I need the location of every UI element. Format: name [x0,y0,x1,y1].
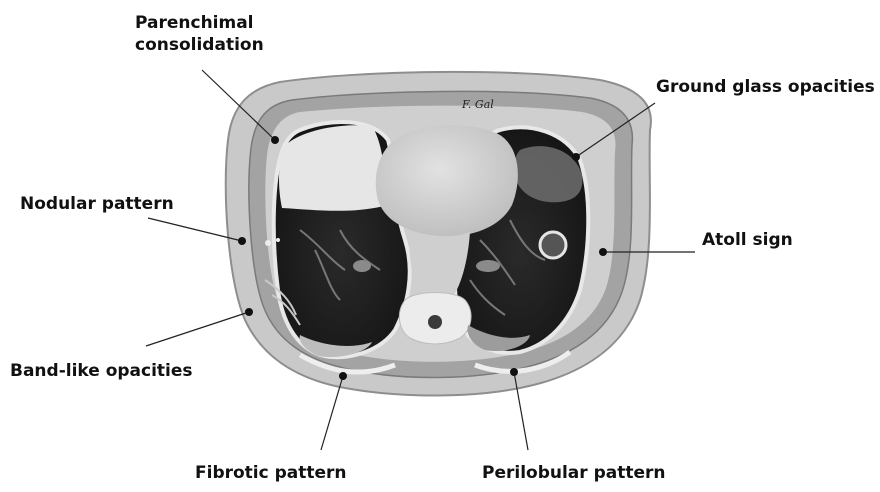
label-ground-glass-opacities: Ground glass opacities [656,76,875,98]
nodule [276,238,280,242]
atoll-ring [540,232,566,258]
label-band-like-opacities: Band-like opacities [10,360,193,382]
label-nodular-pattern: Nodular pattern [20,193,174,215]
label-atoll-sign: Atoll sign [702,229,793,251]
label-fibrotic-pattern: Fibrotic pattern [195,462,347,484]
leader-band [146,312,249,346]
leader-fibrotic [321,376,343,450]
nodule [265,240,271,246]
spinal-canal [428,315,442,329]
hilar-vessel-left [476,260,500,272]
label-perilobular-pattern: Perilobular pattern [482,462,666,484]
label-parenchymal-consolidation: Parenchimal consolidation [135,12,264,56]
heart [376,125,518,236]
hilar-vessel [353,260,371,272]
signature: F. Gal [461,98,494,111]
